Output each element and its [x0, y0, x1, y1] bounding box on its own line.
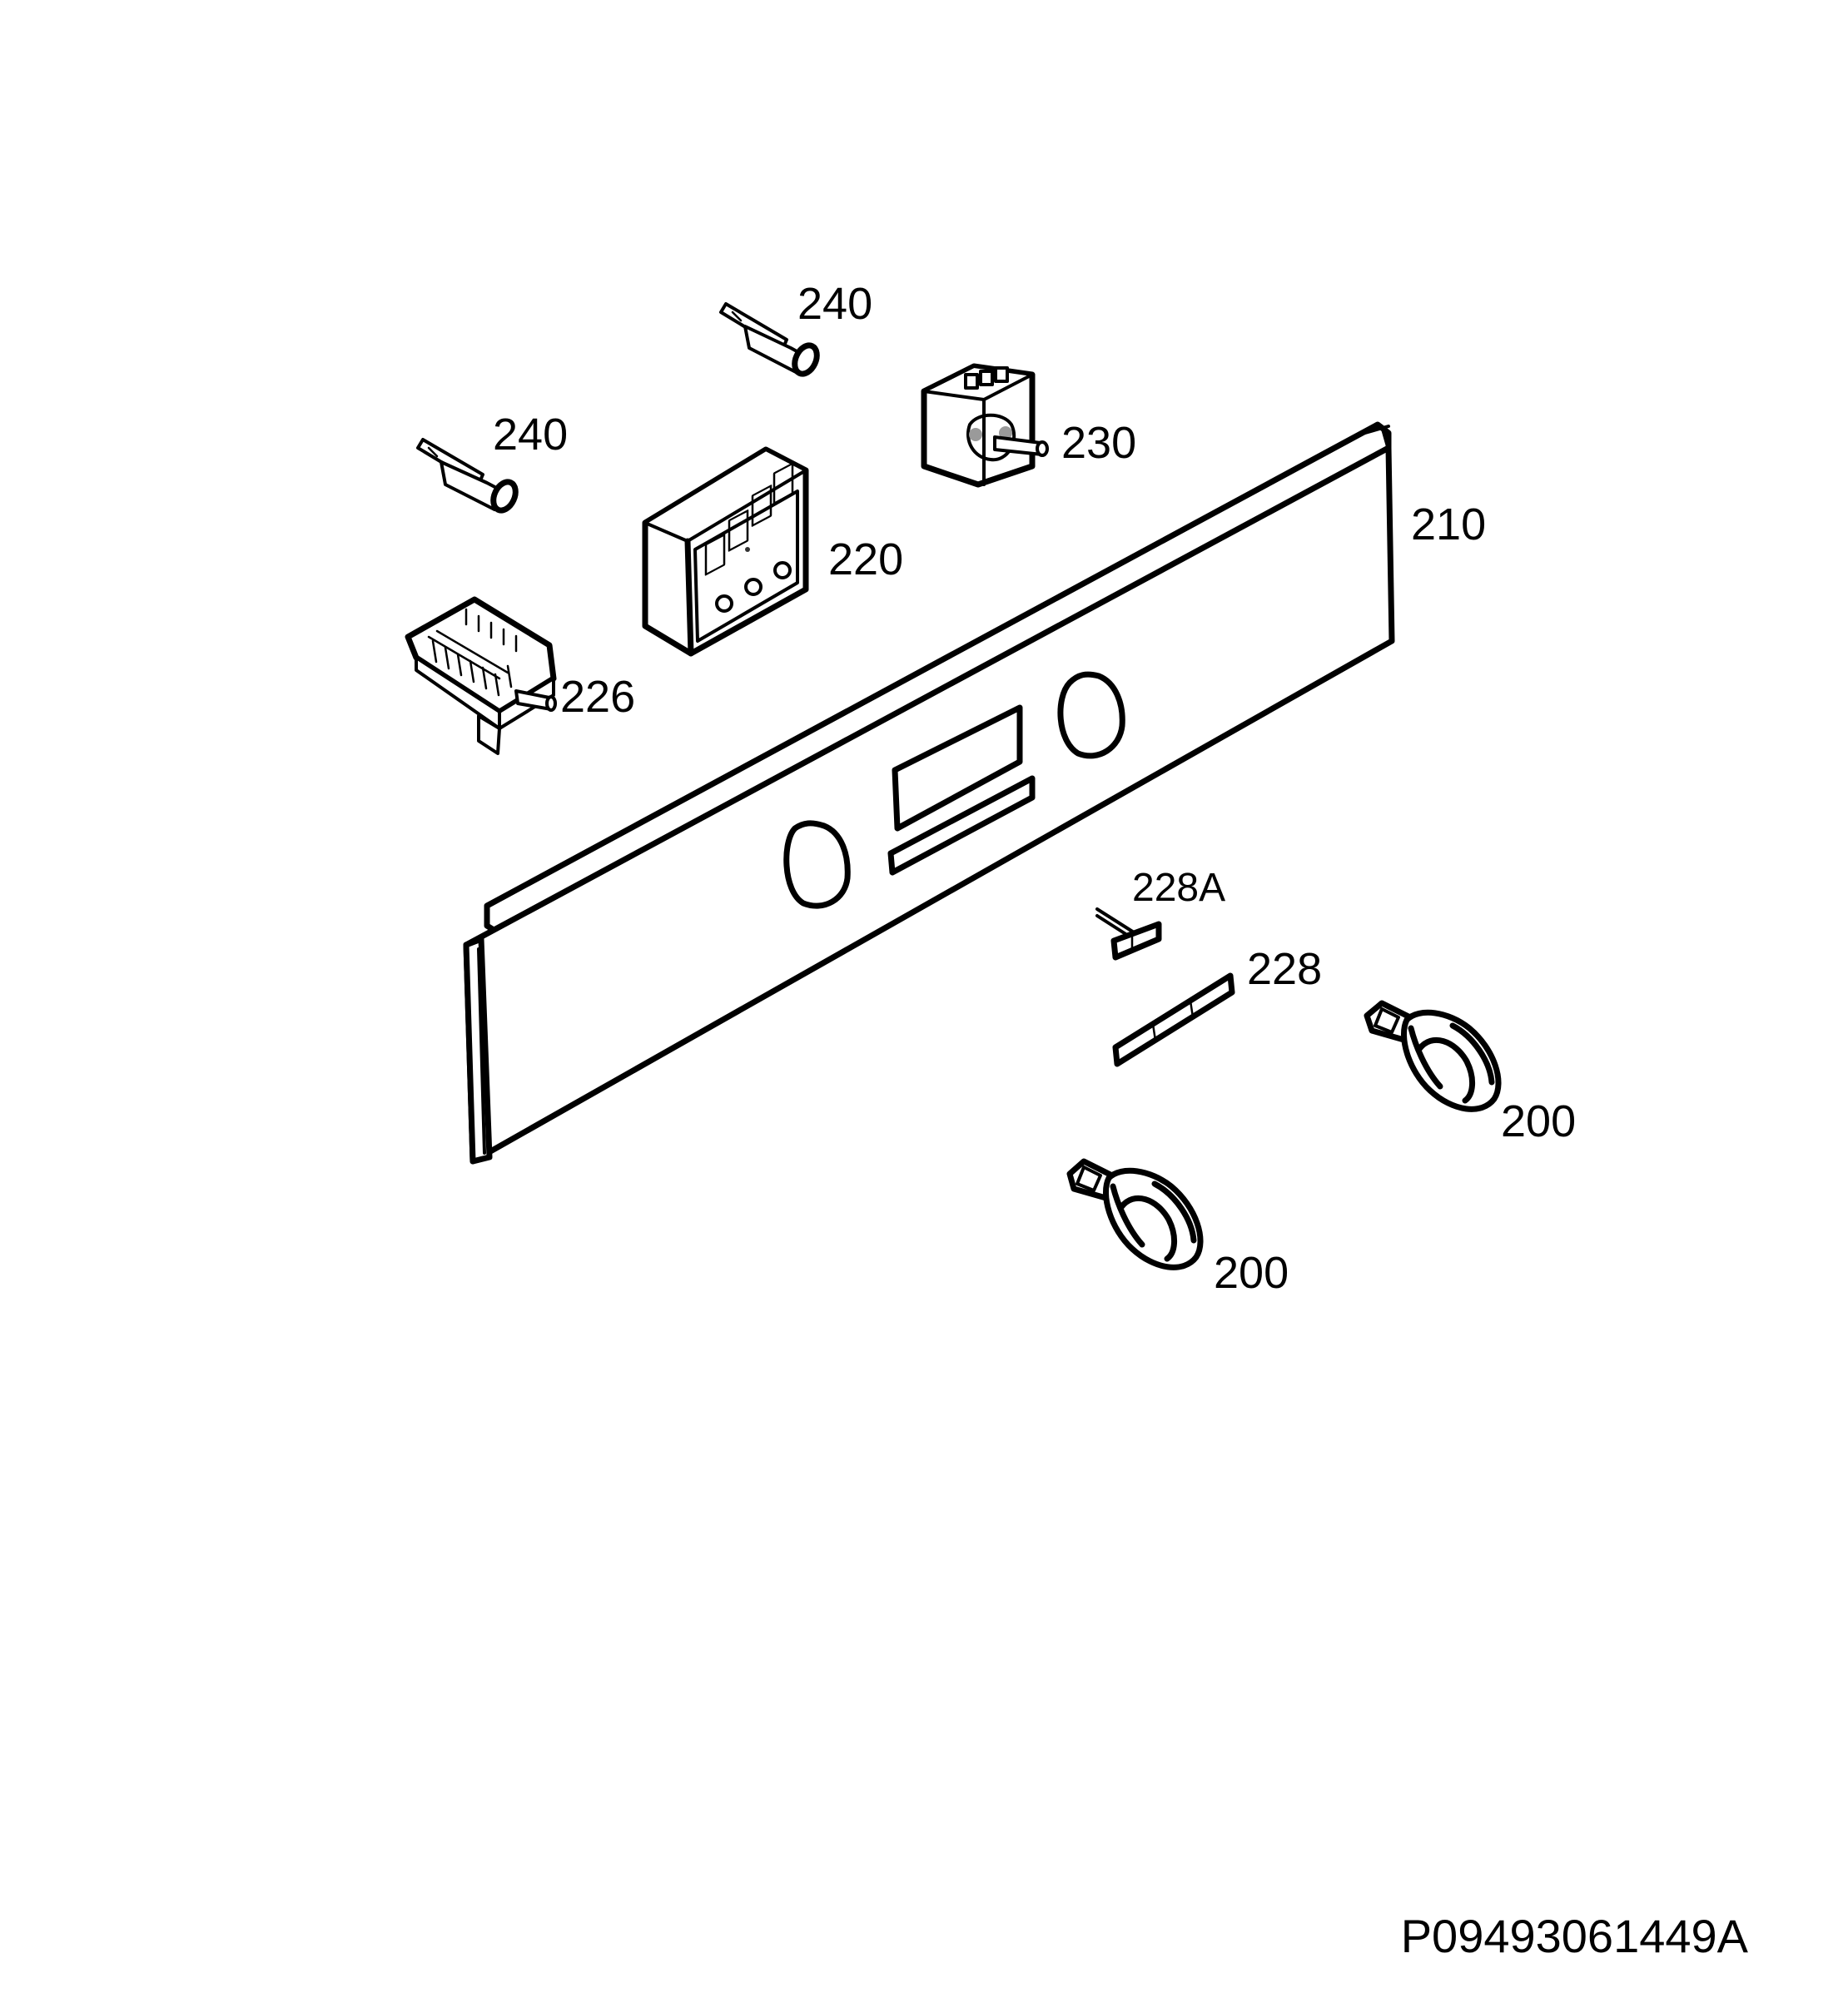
- shaft-240-lower: [416, 438, 519, 514]
- callout-240-upper: 240: [797, 279, 872, 329]
- document-id: P09493061449A: [1401, 1910, 1749, 1962]
- callout-226: 226: [560, 672, 635, 722]
- thermostat-230: [921, 363, 1049, 488]
- callout-210: 210: [1411, 500, 1486, 549]
- strip-228: [1112, 972, 1235, 1067]
- callout-200-right: 200: [1501, 1096, 1576, 1146]
- timer-digits-icon: [704, 462, 794, 576]
- control-panel-210: [463, 421, 1395, 1165]
- switch-contacts-icon: [431, 608, 518, 697]
- selector-switch-226: [405, 596, 557, 755]
- knob-200-right: [1364, 1000, 1502, 1112]
- callout-200-left: 200: [1214, 1248, 1289, 1298]
- bracket-228a: [1095, 907, 1162, 961]
- callout-230: 230: [1061, 418, 1136, 468]
- callout-228: 228: [1247, 944, 1322, 994]
- shaft-240-upper: [719, 302, 820, 377]
- callout-220: 220: [828, 534, 903, 584]
- timer-220: [642, 446, 809, 657]
- callout-228a: 228A: [1132, 866, 1225, 910]
- knob-200-left: [1066, 1158, 1204, 1270]
- callout-240-lower: 240: [493, 410, 568, 460]
